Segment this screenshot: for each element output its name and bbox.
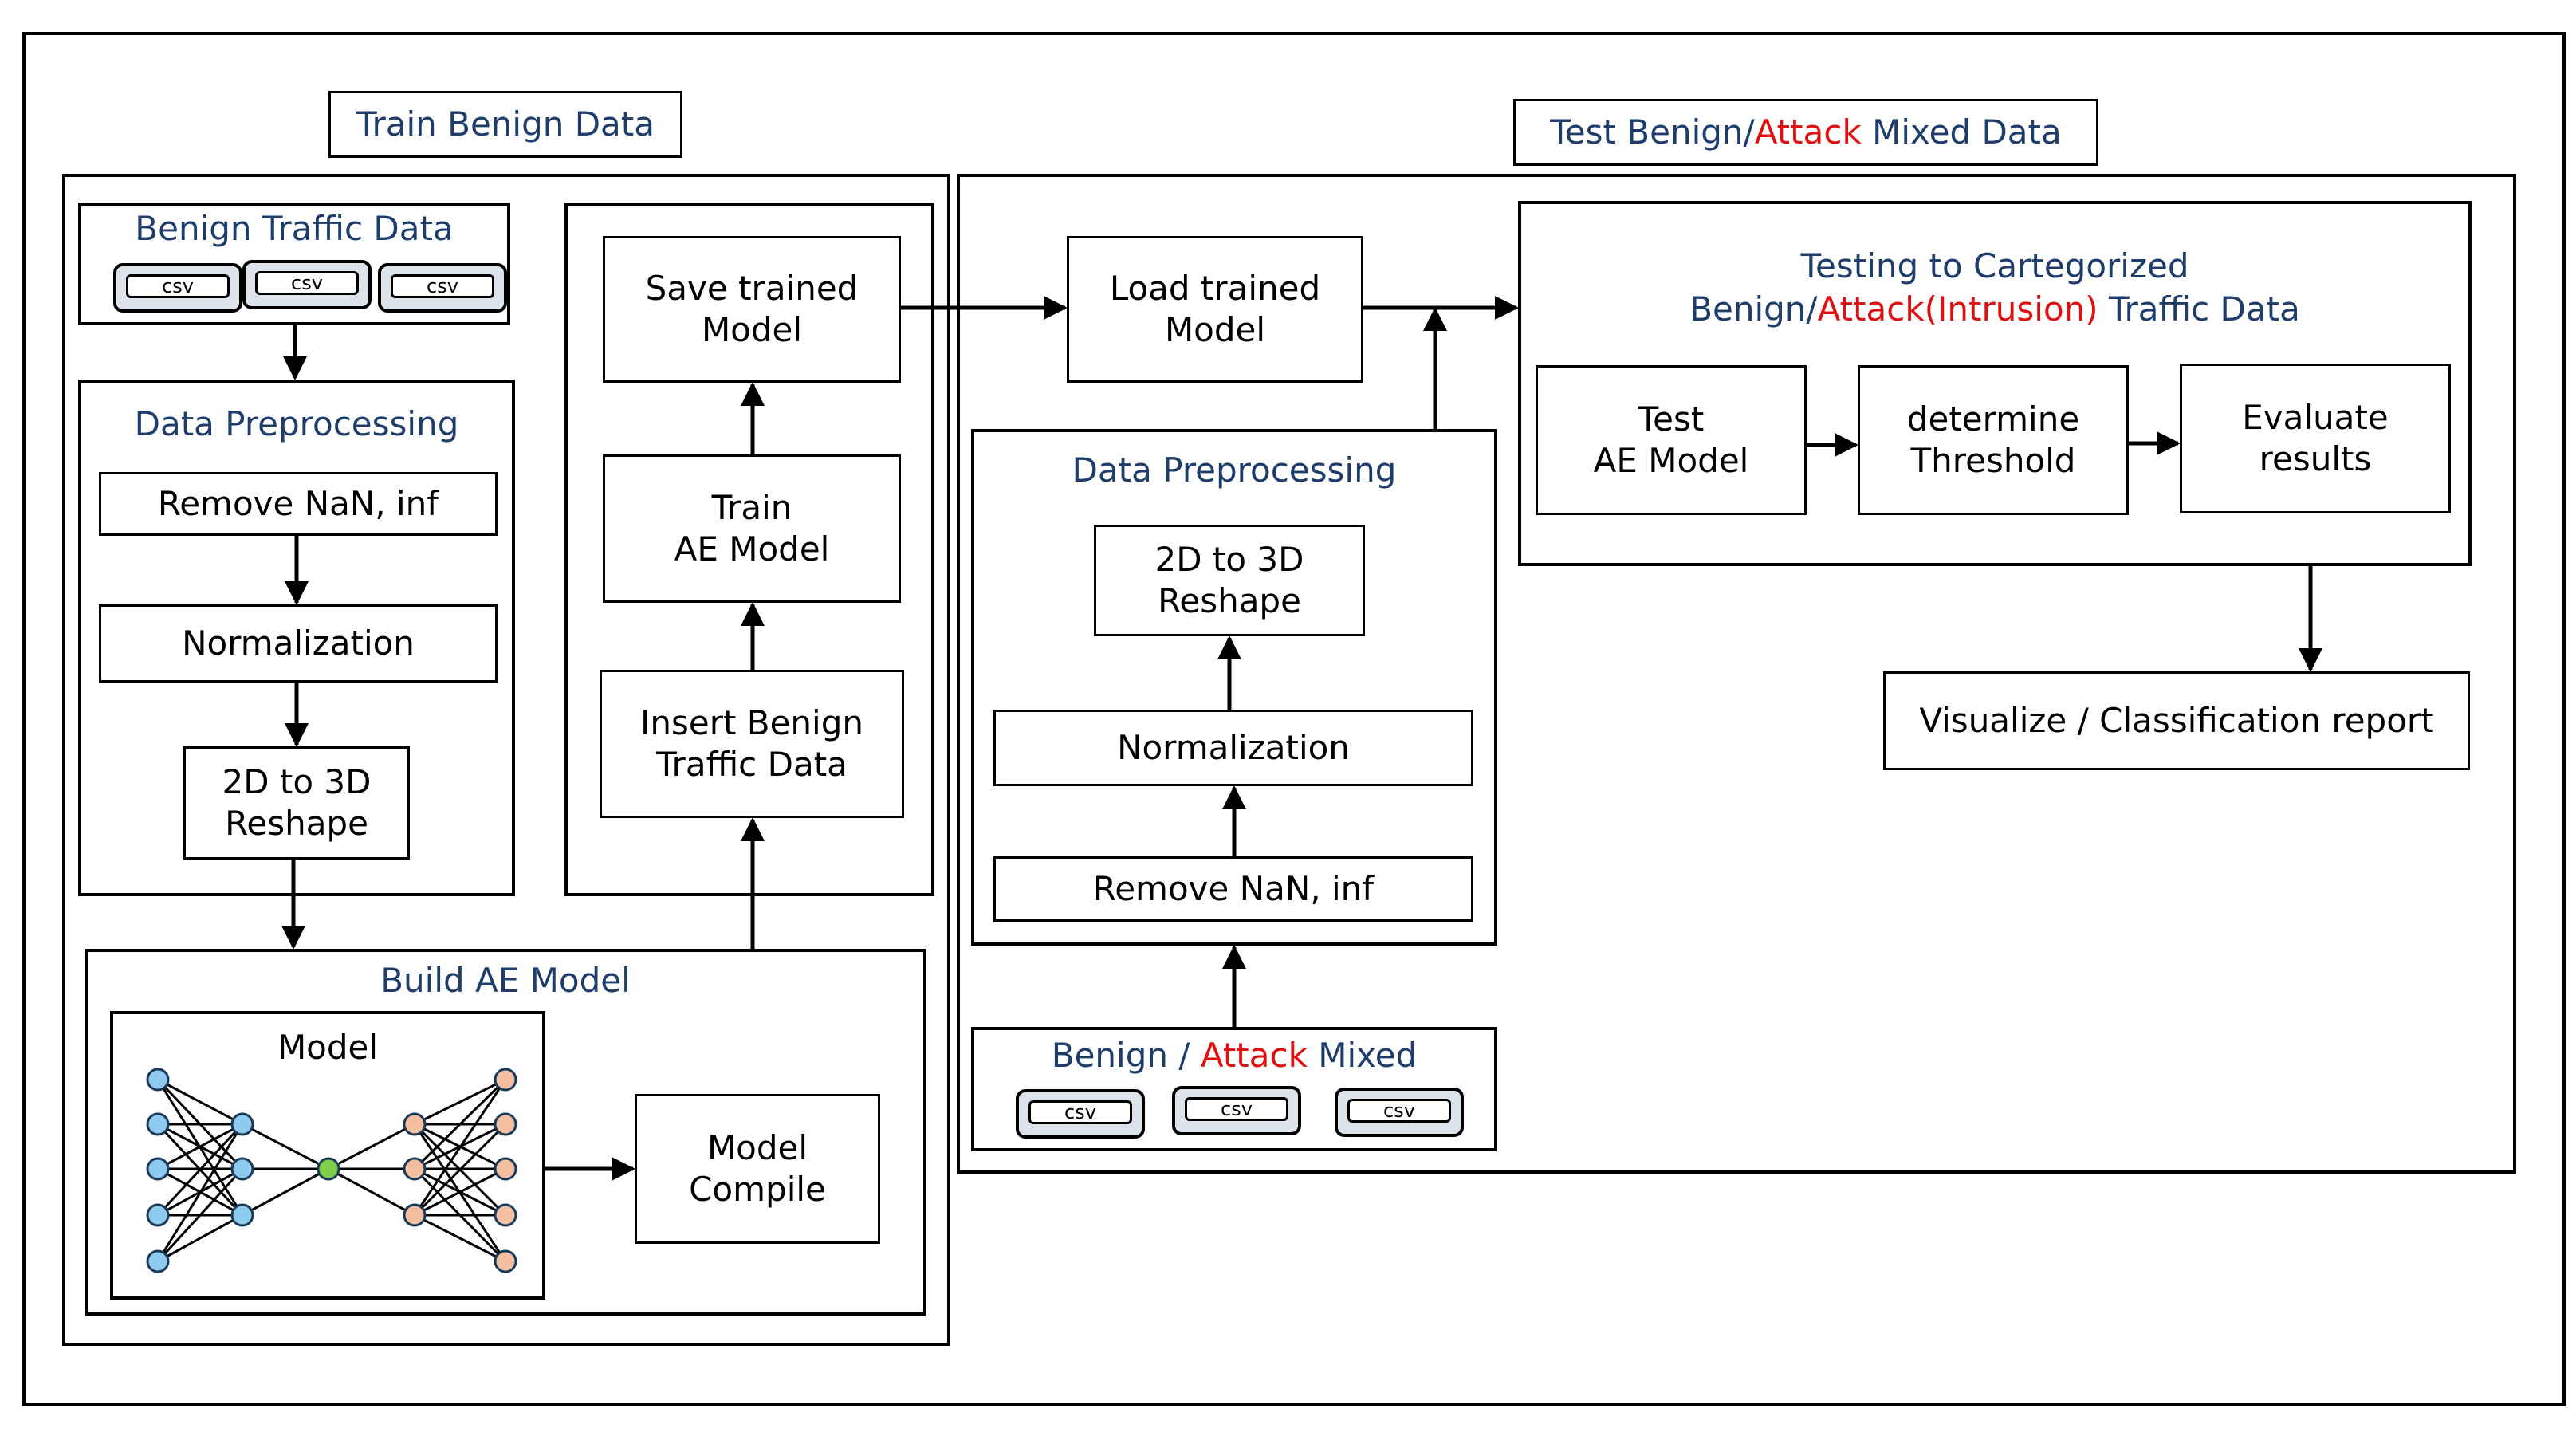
mixed-title-prefix: Benign / xyxy=(1051,1035,1201,1075)
neuron-connection xyxy=(413,1123,507,1217)
neuron-connection xyxy=(156,1167,244,1263)
model-label: Model xyxy=(277,1027,379,1067)
testing-title-prefix: Benign/ xyxy=(1689,289,1818,328)
neuron-connection xyxy=(242,1123,329,1170)
neuron-connection xyxy=(157,1123,243,1170)
neuron-node xyxy=(494,1203,517,1227)
neuron-node xyxy=(494,1157,517,1181)
mixed-title-attack: Attack xyxy=(1200,1035,1308,1075)
neuron-node xyxy=(494,1249,517,1273)
right-header-suffix: Mixed Data xyxy=(1861,112,2062,151)
neuron-node xyxy=(230,1112,254,1136)
left-step-remove-nan: Remove NaN, inf xyxy=(99,472,498,536)
neuron-connection xyxy=(242,1167,329,1217)
testing-title-line2: Benign/Attack(Intrusion) Traffic Data xyxy=(1521,287,2468,332)
neuron-node xyxy=(494,1112,517,1136)
left-step-normalization: Normalization xyxy=(99,604,498,683)
neuron-connection xyxy=(413,1078,507,1170)
benign-traffic-box: Benign Traffic Data csv csv csv xyxy=(78,203,510,325)
load-trained-model-box: Load trained Model xyxy=(1067,236,1363,383)
testing-title-line1: Testing to Cartegorized xyxy=(1800,246,2189,285)
save-trained-model-box: Save trained Model xyxy=(603,236,901,383)
neuron-connection xyxy=(414,1078,506,1126)
right-header-prefix: Test Benign/ xyxy=(1550,112,1755,151)
left-step-reshape: 2D to 3D Reshape xyxy=(183,746,410,860)
neuron-node xyxy=(146,1157,170,1181)
evaluate-results-box: Evaluate results xyxy=(2180,364,2451,513)
left-preprocessing-title: Data Preprocessing xyxy=(134,403,459,443)
neuron-node xyxy=(494,1068,517,1092)
left-header: Train Benign Data xyxy=(328,91,682,158)
right-preprocessing-title: Data Preprocessing xyxy=(1072,450,1397,490)
neuron-connection xyxy=(156,1123,244,1262)
insert-benign-box: Insert Benign Traffic Data xyxy=(600,670,904,818)
right-step-reshape: 2D to 3D Reshape xyxy=(1094,525,1365,636)
csv-label: csv xyxy=(391,274,494,298)
neuron-connection xyxy=(157,1078,243,1126)
neuron-node xyxy=(146,1112,170,1136)
neural-network-icon xyxy=(146,1068,517,1273)
right-header: Test Benign/Attack Mixed Data xyxy=(1513,99,2098,166)
neuron-connection xyxy=(414,1167,506,1217)
neuron-connection xyxy=(328,1167,415,1217)
neuron-node xyxy=(317,1157,340,1181)
neuron-node xyxy=(403,1112,427,1136)
test-ae-model-box: Test AE Model xyxy=(1536,365,1807,515)
csv-label: csv xyxy=(1347,1099,1451,1123)
neuron-connection xyxy=(328,1123,415,1170)
mixed-data-box: Benign / Attack Mixed csv csv csv xyxy=(971,1027,1497,1151)
csv-file-icon: csv xyxy=(1172,1086,1301,1135)
testing-title-suffix: Traffic Data xyxy=(2098,289,2300,328)
build-ae-title: Build AE Model xyxy=(380,960,631,1000)
neuron-node xyxy=(230,1157,254,1181)
neuron-connection xyxy=(413,1079,507,1216)
neuron-node xyxy=(230,1203,254,1227)
mixed-data-title: Benign / Attack Mixed xyxy=(974,1033,1494,1078)
csv-label: csv xyxy=(1028,1100,1132,1124)
right-header-attack: Attack xyxy=(1754,112,1862,151)
neuron-node xyxy=(146,1203,170,1227)
csv-label: csv xyxy=(1185,1097,1288,1121)
csv-file-icon: csv xyxy=(378,263,507,313)
determine-threshold-box: determine Threshold xyxy=(1858,365,2129,515)
train-ae-model-box: Train AE Model xyxy=(603,454,901,603)
csv-label: csv xyxy=(255,271,359,295)
neuron-connection xyxy=(414,1214,506,1263)
neuron-node xyxy=(146,1068,170,1092)
neuron-connection xyxy=(156,1123,244,1217)
neuron-node xyxy=(403,1157,427,1181)
csv-file-icon: csv xyxy=(113,263,242,313)
right-header-text: Test Benign/Attack Mixed Data xyxy=(1516,101,2096,163)
csv-label: csv xyxy=(126,274,230,298)
neuron-node xyxy=(146,1249,170,1273)
mixed-title-suffix: Mixed xyxy=(1307,1035,1418,1075)
benign-traffic-title: Benign Traffic Data xyxy=(135,208,454,248)
testing-title-attack: Attack(Intrusion) xyxy=(1817,289,2098,328)
model-compile-box: Model Compile xyxy=(635,1094,880,1244)
neuron-connection xyxy=(157,1214,243,1263)
left-header-text: Train Benign Data xyxy=(356,104,655,144)
visualize-report-box: Visualize / Classification report xyxy=(1883,671,2470,770)
csv-file-icon: csv xyxy=(1335,1088,1464,1137)
neuron-node xyxy=(403,1203,427,1227)
csv-file-icon: csv xyxy=(1016,1089,1145,1139)
right-step-remove-nan: Remove NaN, inf xyxy=(993,856,1473,922)
right-step-normalization: Normalization xyxy=(993,710,1473,786)
csv-file-icon: csv xyxy=(242,260,372,309)
